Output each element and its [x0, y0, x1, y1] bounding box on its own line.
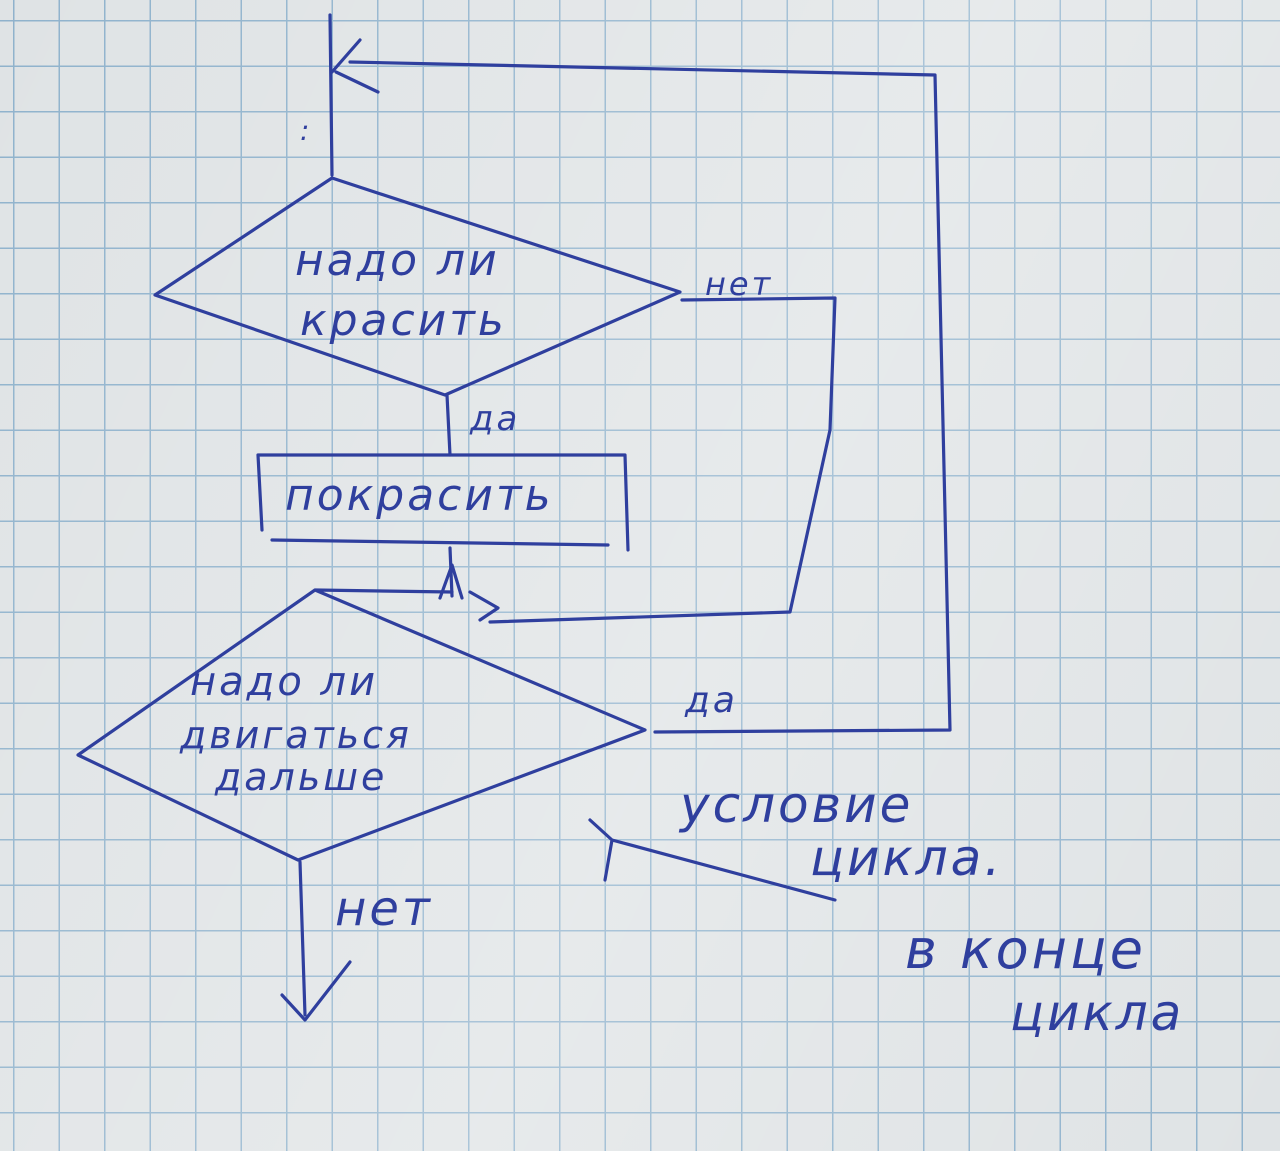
decision2-yes-label: да: [684, 680, 738, 721]
decision1-text-line2: красить: [300, 295, 507, 346]
decision2-text-line1: надо ли: [190, 659, 378, 705]
entry-line: [328, 13, 334, 177]
decision1-yes-label: да: [469, 399, 520, 439]
decision1-no-label: нет: [705, 265, 773, 303]
loop-entry-arrowhead: [330, 38, 380, 94]
decision1-no-line: [488, 296, 837, 624]
exit-arrowhead: [280, 960, 352, 1022]
decision2-text-line3: дальше: [214, 755, 387, 799]
decision2-text-line2: двигаться: [179, 713, 412, 757]
decision1-text-line1: надо ли: [295, 235, 500, 286]
process-text: покрасить: [285, 470, 554, 521]
decision1-diamond: [153, 176, 682, 397]
dot-mark: :: [300, 114, 312, 147]
note-line3: в конце: [905, 918, 1146, 981]
decision2-diamond: [76, 588, 647, 862]
note-line2: цикла.: [810, 829, 1003, 887]
note-arrow: [588, 818, 837, 902]
exit-line: [298, 860, 307, 1017]
process-box: [256, 453, 630, 552]
decision1-no-arrowhead: [468, 590, 500, 622]
decision2-no-label: нет: [335, 881, 433, 937]
loop-back-line: [348, 60, 952, 734]
merge-arrowhead: [438, 563, 464, 600]
note-line4: цикла: [1010, 984, 1184, 1042]
note-line1: условие: [678, 776, 913, 834]
decision1-yes-line: [445, 393, 452, 457]
